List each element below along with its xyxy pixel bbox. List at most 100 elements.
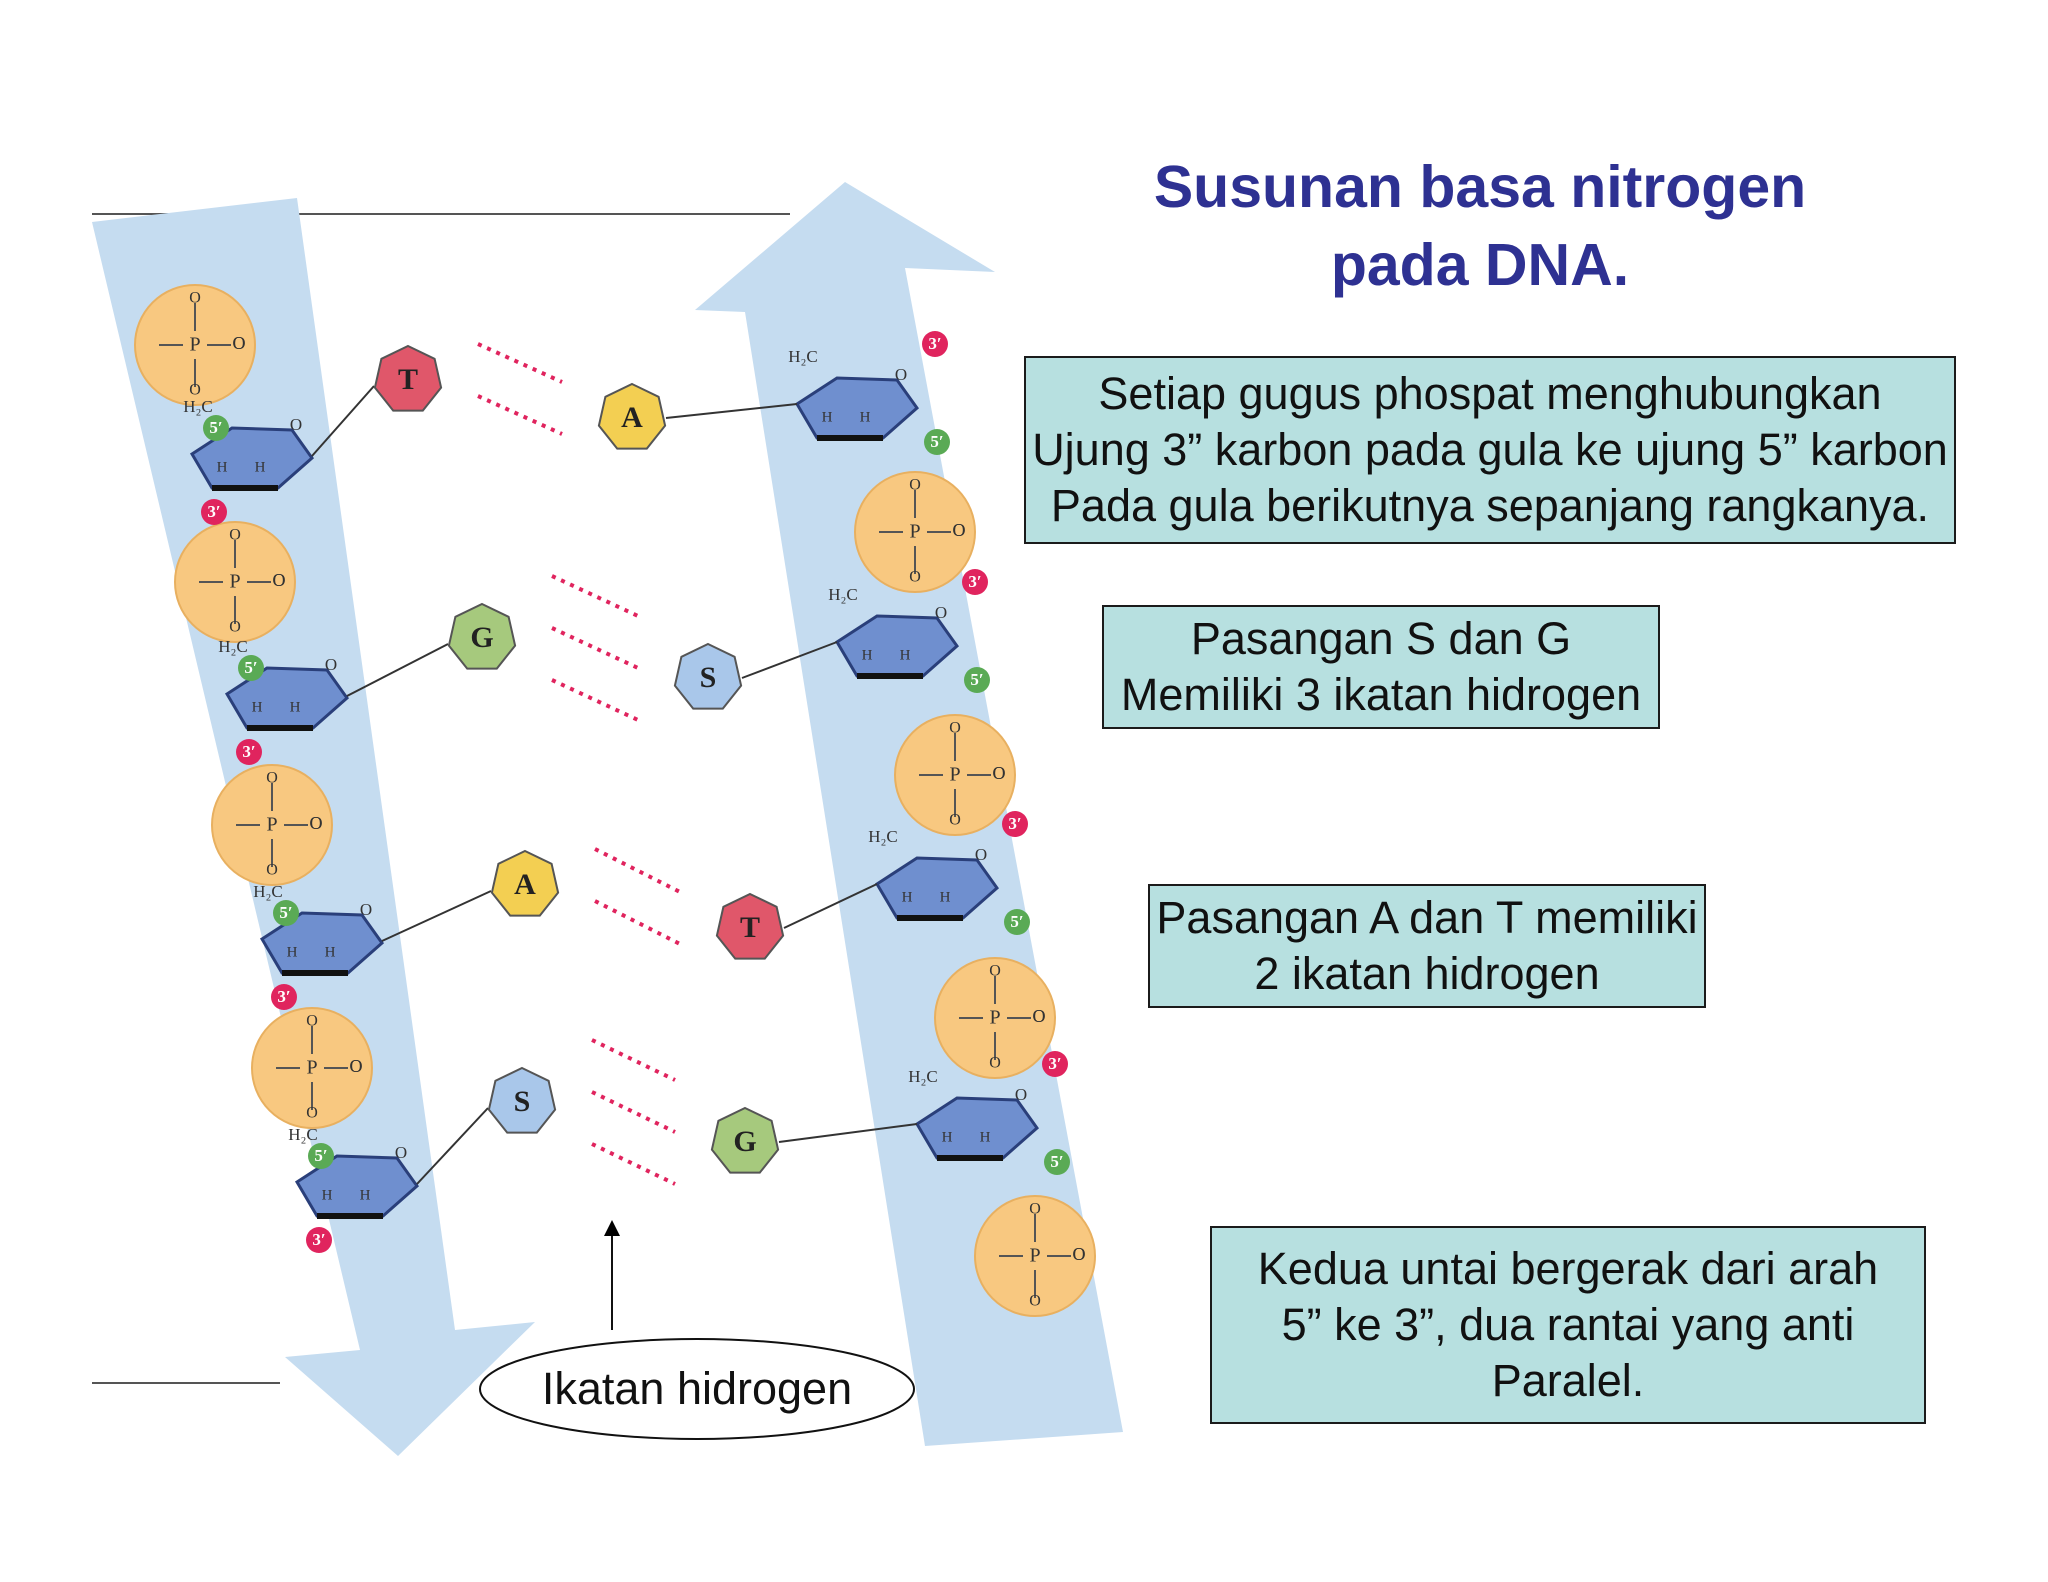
- right-phosphate-4-o-top-label: O: [1029, 1201, 1041, 1218]
- right-sugar-2-h2-label: H: [900, 647, 911, 663]
- right-5prime-marker-2: [964, 667, 990, 693]
- left-5prime-marker-4-label: 5′: [314, 1146, 327, 1165]
- right-phosphate-3-o-top-label: O: [989, 963, 1001, 980]
- left-5prime-marker-2-label: 5′: [244, 658, 257, 677]
- left-phosphate-1-o-left-label: O: [233, 333, 246, 353]
- left-phosphate-1-o-bottom-label: O: [189, 382, 201, 399]
- left-glycosidic-bond-4: [416, 1107, 489, 1185]
- right-glycosidic-bond-1: [665, 403, 798, 419]
- right-5prime-marker-1: [924, 429, 950, 455]
- hydrogen-bond-3-2: [594, 899, 681, 946]
- left-base-4-letter: S: [514, 1085, 531, 1118]
- right-glycosidic-bond-4: [778, 1123, 918, 1143]
- left-sugar-2-h2c-label: H₂C: [218, 637, 248, 656]
- left-5prime-marker-1: [203, 415, 229, 441]
- antiparallel-line-2: 5” ke 3”, dua rantai yang anti: [1281, 1299, 1855, 1350]
- right-3prime-marker-4-label: 3′: [1048, 1054, 1061, 1073]
- antiparallel-info-box: Kedua untai bergerak dari arah 5” ke 3”,…: [1210, 1226, 1926, 1424]
- left-5prime-marker-1-label: 5′: [209, 418, 222, 437]
- right-3prime-marker-3: [1002, 811, 1028, 837]
- left-sugar-4-h2-label: H: [360, 1187, 371, 1203]
- right-base-1: [597, 382, 667, 450]
- left-phosphate-4-o-right-label: O: [350, 1056, 363, 1076]
- left-5prime-marker-2: [238, 655, 264, 681]
- left-sugar-4-h2c-label: H₂C: [288, 1125, 318, 1144]
- right-3prime-marker-1-label: 3′: [928, 334, 941, 353]
- left-sugar-2-ring-oxygen-label: O: [325, 655, 337, 674]
- right-3prime-marker-3-label: 3′: [1008, 814, 1021, 833]
- right-base-1-letter: A: [621, 401, 643, 434]
- right-sugar-1-h2c-label: H₂C: [788, 347, 818, 366]
- right-phosphate-3-o-right-label: O: [1033, 1006, 1046, 1026]
- left-phosphate-4-p-bg: [300, 1054, 324, 1082]
- left-base-2: [447, 602, 517, 670]
- left-phosphate-1-o-top-label: O: [189, 290, 201, 307]
- right-sugar-1-h2-label: H: [860, 409, 871, 425]
- right-3prime-marker-2-label: 3′: [968, 572, 981, 591]
- left-phosphate-1-o-right-label: O: [233, 333, 246, 353]
- right-base-2: [673, 642, 743, 710]
- right-phosphate-1-p-bg: [903, 518, 927, 546]
- hydrogen-bond-2-2: [551, 626, 639, 670]
- left-base-1-letter: T: [398, 363, 418, 396]
- right-5prime-marker-1-label: 5′: [930, 432, 943, 451]
- sg-pair-info-box: Pasangan S dan G Memiliki 3 ikatan hidro…: [1102, 605, 1660, 729]
- left-phosphate-4-o-left-label: O: [350, 1056, 363, 1076]
- right-phosphate-2-o-top-label: O: [949, 720, 961, 737]
- left-sugar-4-h1-label: H: [322, 1187, 333, 1203]
- left-5prime-marker-3: [273, 900, 299, 926]
- left-5prime-marker-3-label: 5′: [279, 903, 292, 922]
- right-5prime-marker-3-label: 5′: [1010, 912, 1023, 931]
- left-phosphate-3-o-top-label: O: [266, 770, 278, 787]
- left-phosphate-1-p-bg: [183, 331, 207, 359]
- title-line-1: Susunan basa nitrogen: [1153, 154, 1807, 220]
- right-sugar-2-h1-label: H: [862, 647, 873, 663]
- right-phosphate-3-p-label: P: [989, 1007, 1000, 1029]
- left-3prime-marker-4-label: 3′: [312, 1230, 325, 1249]
- right-sugar-3-h1-label: H: [902, 889, 913, 905]
- phosphate-info-line-3: Pada gula berikutnya sepanjang rangkanya…: [1050, 480, 1930, 531]
- left-base-3-letter: A: [514, 868, 536, 901]
- right-sugar-3-ring-oxygen-label: O: [975, 845, 987, 864]
- right-3prime-marker-2: [962, 569, 988, 595]
- hydrogen-bond-1-2: [477, 394, 563, 436]
- left-sugar-3-ring-oxygen-label: O: [360, 900, 372, 919]
- sg-pair-line-1: Pasangan S dan G: [1190, 613, 1572, 664]
- right-phosphate-2-p-bg: [943, 761, 967, 789]
- left-sugar-1-ring-oxygen-label: O: [290, 415, 302, 434]
- right-glycosidic-bond-3: [783, 883, 878, 929]
- left-phosphate-4-o-bottom-label: O: [306, 1105, 318, 1122]
- left-sugar-1-h2c-label: H₂C: [183, 397, 213, 416]
- left-phosphate-3-o-bottom-label: O: [266, 862, 278, 879]
- right-phosphate-4-p-label: P: [1029, 1245, 1040, 1267]
- right-3prime-marker-4: [1042, 1051, 1068, 1077]
- right-base-4: [710, 1106, 780, 1174]
- right-phosphate-4-p-bg: [1023, 1242, 1047, 1270]
- callout-arrow-head: [604, 1220, 620, 1236]
- left-base-4: [487, 1066, 557, 1134]
- left-glycosidic-bond-1: [311, 385, 375, 457]
- title-line-2: pada DNA.: [1330, 232, 1630, 298]
- hydrogen-bond-2-1: [551, 574, 639, 618]
- right-phosphate-2-o-bottom-label: O: [949, 812, 961, 829]
- right-3prime-marker-1: [922, 331, 948, 357]
- right-phosphate-1-o-left-label: O: [953, 520, 966, 540]
- left-3prime-marker-2: [236, 739, 262, 765]
- right-phosphate-2-o-right-label: O: [993, 763, 1006, 783]
- page-title: Susunan basa nitrogen pada DNA.: [1080, 148, 1880, 304]
- right-phosphate-1-o-bottom-label: O: [909, 569, 921, 586]
- right-phosphate-3-o-left-label: O: [1033, 1006, 1046, 1026]
- hydrogen-bond-1-1: [477, 342, 563, 384]
- antiparallel-line-3: Paralel.: [1491, 1355, 1645, 1406]
- left-sugar-3-h1-label: H: [287, 944, 298, 960]
- left-3prime-marker-2-label: 3′: [242, 742, 255, 761]
- right-phosphate-1-o-right-label: O: [953, 520, 966, 540]
- left-base-2-letter: G: [470, 621, 493, 654]
- right-phosphate-3-p-bg: [983, 1004, 1007, 1032]
- right-phosphate-3-o-bottom-label: O: [989, 1055, 1001, 1072]
- phosphate-info-line-1: Setiap gugus phospat menghubungkan: [1098, 368, 1882, 419]
- at-pair-info-box: Pasangan A dan T memiliki 2 ikatan hidro…: [1148, 884, 1706, 1008]
- left-sugar-3-h2-label: H: [325, 944, 336, 960]
- right-base-2-letter: S: [700, 661, 717, 694]
- left-phosphate-4-o-top-label: O: [306, 1013, 318, 1030]
